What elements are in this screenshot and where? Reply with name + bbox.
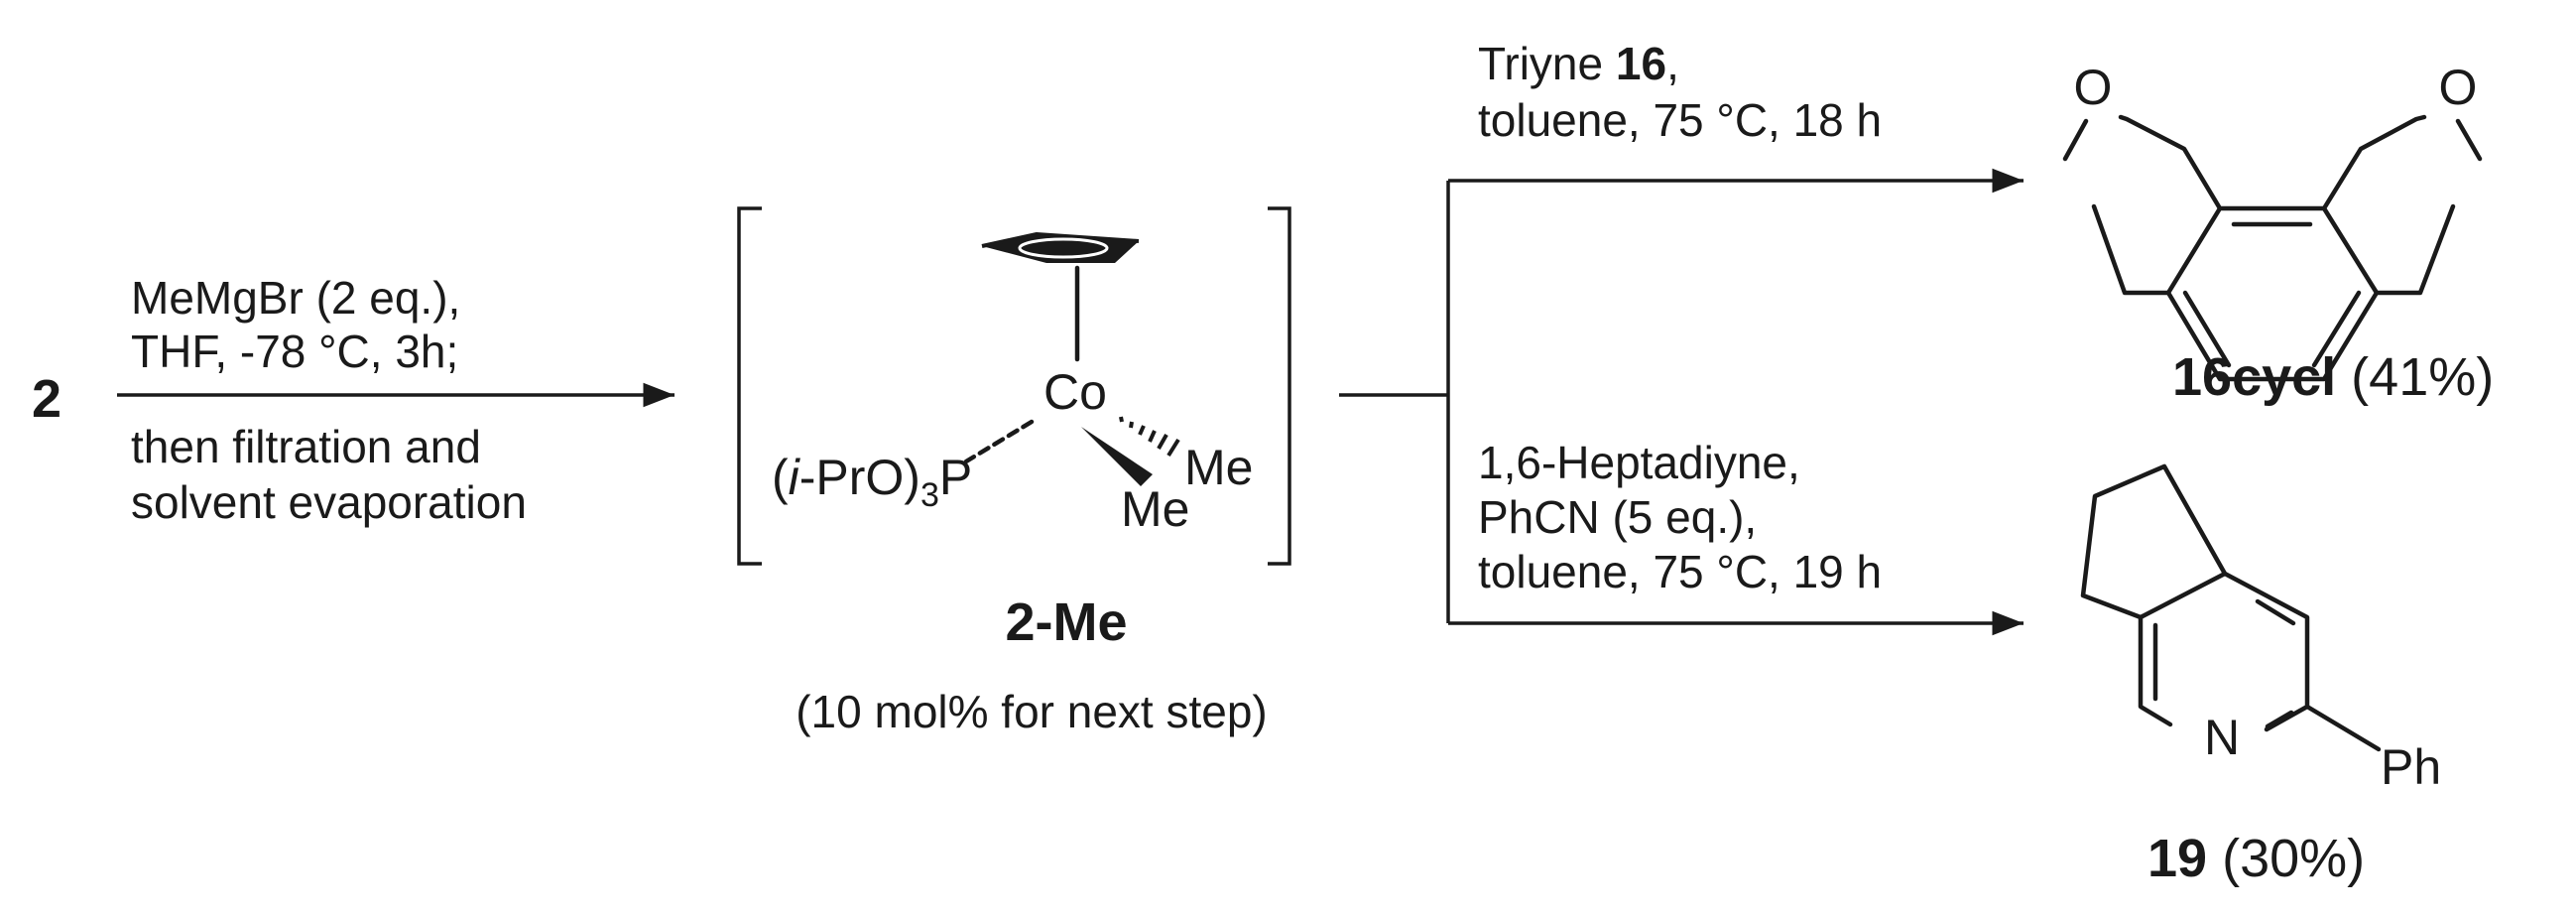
upper-condition-line1: Triyne 16, bbox=[1478, 38, 1679, 89]
right-bracket bbox=[1268, 206, 1291, 566]
lower-condition-line2: PhCN (5 eq.), bbox=[1478, 491, 1757, 543]
upper-condition-line2: toluene, 75 °C, 18 h bbox=[1478, 94, 1882, 146]
nitrogen-atom: N bbox=[2204, 710, 2240, 765]
phosphite-dashed-bond bbox=[963, 419, 1035, 464]
starting-material-label: 2 bbox=[32, 369, 61, 429]
oxygen-right: O bbox=[2439, 60, 2478, 115]
cobalt-atom: Co bbox=[1043, 364, 1107, 420]
product-19-label: 19 (30%) bbox=[2147, 829, 2365, 888]
lower-condition-line1: 1,6-Heptadiyne, bbox=[1478, 437, 1800, 488]
methyl-wedge-bond bbox=[1081, 427, 1153, 486]
step1-reagent-line1: MeMgBr (2 eq.), bbox=[131, 272, 460, 324]
methyl-hashed-bond bbox=[1119, 416, 1180, 458]
step1-reagent-line4: solvent evaporation bbox=[131, 476, 527, 528]
methyl-label-hashed: Me bbox=[1184, 440, 1253, 495]
lower-condition-line3: toluene, 75 °C, 19 h bbox=[1478, 546, 1882, 597]
cyclopentadienyl-ring bbox=[981, 232, 1140, 263]
methyl-label-wedge: Me bbox=[1121, 481, 1189, 537]
product-16cycl-structure bbox=[2062, 114, 2483, 382]
intermediate-label: 2-Me bbox=[1005, 592, 1127, 652]
phosphite-ligand: (i-PrO)3P bbox=[772, 450, 972, 514]
phenyl-group: Ph bbox=[2381, 739, 2441, 795]
product-19-structure bbox=[2080, 463, 2382, 752]
step1-reagent-line2: THF, -78 °C, 3h; bbox=[131, 326, 458, 377]
product-16cycl-label: 16cycl (41%) bbox=[2172, 347, 2494, 407]
step1-reagent-line3: then filtration and bbox=[131, 421, 481, 472]
oxygen-left: O bbox=[2074, 60, 2113, 115]
catalyst-loading-note: (10 mol% for next step) bbox=[796, 686, 1268, 737]
left-bracket bbox=[737, 206, 762, 566]
